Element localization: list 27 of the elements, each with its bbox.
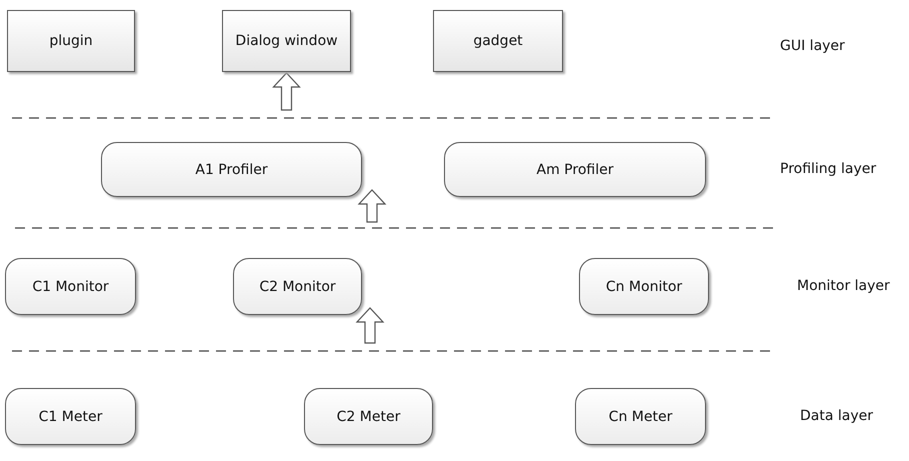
node-label: C1 Monitor [32,278,109,294]
layer-label: GUI layer [780,38,845,54]
layer-label: Profiling layer [780,161,876,177]
node-label: C1 Meter [38,408,102,424]
node-label: Am Profiler [536,162,614,178]
node-label: gadget [473,33,523,49]
layer-label: Monitor layer [797,278,890,294]
node-label: Cn Meter [608,408,672,424]
node-label: Dialog window [235,33,338,49]
module-box [304,388,433,445]
node-label: C2 Meter [336,408,400,424]
node-label: C2 Monitor [259,278,336,294]
module-box [444,142,706,197]
component-box [433,10,563,72]
node-label: A1 Profiler [195,162,268,178]
node-label: plugin [49,33,93,49]
module-box [233,258,362,315]
module-box [101,142,362,197]
module-box [5,258,136,315]
component-box [222,10,351,72]
component-box [7,10,135,72]
module-box [579,258,709,315]
module-box [5,388,136,445]
module-box [575,388,706,445]
node-label: Cn Monitor [606,278,682,294]
block-arrow [272,72,301,111]
layer-label: Data layer [800,408,874,424]
